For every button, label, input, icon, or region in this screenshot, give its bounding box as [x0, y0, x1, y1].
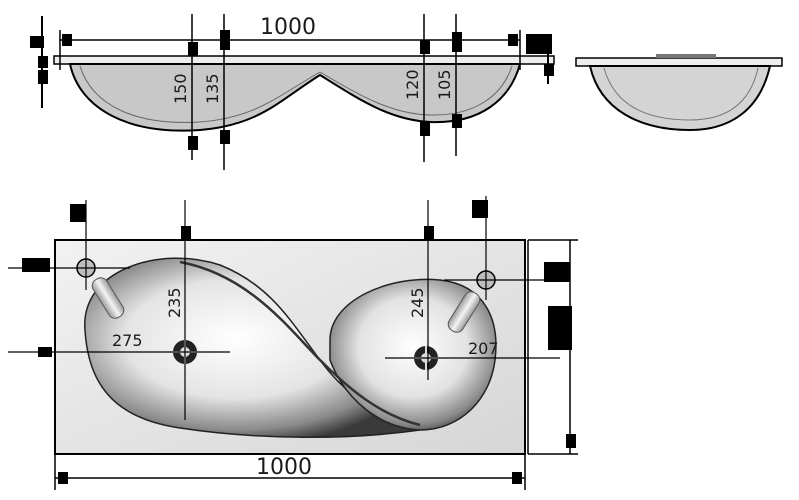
- dim-arrow-blot: [30, 36, 44, 48]
- left-depth-inner-label: 135: [203, 73, 222, 104]
- dim-arrow-blot: [512, 472, 522, 484]
- side-slab-top: [656, 54, 716, 58]
- left-drain-height-label: 235: [165, 287, 184, 318]
- dim-arrow-blot: [188, 42, 198, 56]
- left-depth-outer-label: 150: [171, 73, 190, 104]
- basin-inner-line: [79, 65, 513, 123]
- dim-arrow-blot: [188, 136, 198, 150]
- plan-view: 235 245 275 207 1000: [8, 196, 578, 490]
- right-drain-offset-label: 207: [468, 339, 499, 358]
- dim-arrow-blot: [70, 204, 86, 222]
- dim-arrow-blot: [38, 347, 52, 357]
- dim-arrow-blot: [220, 30, 230, 50]
- left-drain-offset-label: 275: [112, 331, 143, 350]
- right-depth-inner-label: 105: [435, 69, 454, 100]
- countertop-slab: [53, 55, 555, 65]
- side-slab: [575, 57, 783, 67]
- front-section-view: 1000 150 135 120 105: [30, 14, 555, 170]
- dim-arrow-blot: [58, 472, 68, 484]
- dim-arrow-blot: [420, 40, 430, 54]
- dim-arrow-blot: [548, 306, 572, 350]
- right-depth-outer-label: 120: [403, 69, 422, 100]
- basin-profile: [68, 63, 522, 132]
- dim-arrow-blot: [544, 262, 570, 282]
- dim-arrow-blot: [420, 122, 430, 136]
- dim-arrow-blot: [62, 34, 72, 46]
- dim-arrow-blot: [38, 70, 48, 84]
- side-section-view: [575, 54, 783, 132]
- left-tap: [76, 258, 125, 319]
- swoosh-line: [179, 260, 421, 427]
- dim-arrow-blot: [566, 434, 576, 448]
- dim-arrow-blot: [508, 34, 518, 46]
- side-basin-profile: [588, 65, 772, 132]
- dim-arrow-blot: [220, 130, 230, 144]
- top-width-label: 1000: [260, 15, 316, 40]
- bottom-width-label: 1000: [256, 455, 312, 480]
- dim-arrow-blot: [452, 32, 462, 52]
- side-basin-inner: [603, 67, 759, 121]
- dim-arrow-blot: [544, 64, 554, 76]
- dim-arrow-blot: [472, 200, 488, 218]
- dim-arrow-blot: [22, 258, 50, 272]
- dim-arrow-blot: [452, 114, 462, 128]
- dim-arrow-blot: [526, 34, 552, 54]
- right-drain-height-label: 245: [408, 287, 427, 318]
- dim-arrow-blot: [424, 226, 434, 240]
- dim-arrow-blot: [181, 226, 191, 240]
